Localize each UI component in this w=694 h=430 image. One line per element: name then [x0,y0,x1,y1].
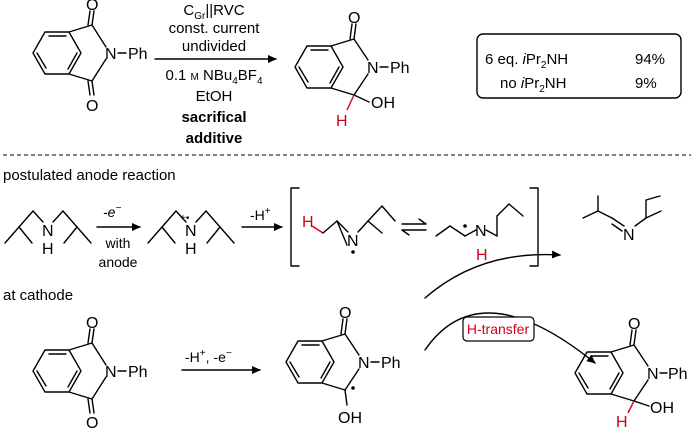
additive-line-1: sacrifical [181,109,246,126]
ketyl-radical: O N Ph OH [285,305,401,427]
atom-o: O [628,316,640,333]
anode-label: anode [99,254,138,270]
hydrogen-highlight: H [336,113,348,130]
radical-dot [463,224,467,228]
yield-box: 6 eq. iPr2NH 94% no iPr2NH 9% [476,33,682,99]
reaction-conditions: CGr||RVC const. current undivided 0.1 M … [154,2,277,147]
phenyl-label: Ph [128,46,148,63]
hydrogen-highlight: H [476,247,488,264]
atom-o: O [86,415,98,430]
solvent-text: EtOH [196,88,233,105]
with-label: with [105,235,131,251]
condition-cell: undivided [182,38,246,55]
diisopropylamine: N H [4,210,92,258]
atom-o: O [86,315,98,332]
htransfer-box [462,316,535,342]
phthalimide-reactant: O O N Ph [32,0,148,115]
atom-o: O [339,305,351,322]
hydrogen-highlight: H [616,414,628,430]
alpha-aminoalkyl-radical: N H [435,203,524,264]
phenyl-label: Ph [390,60,410,77]
electrolyte-text: 0.1 M NBu4BF4 [165,67,262,87]
atom-o: O [348,10,360,27]
phenyl-label: Ph [381,355,401,372]
htransfer-label: H-transfer [467,321,530,337]
yield-row-additive: 6 eq. iPr2NH [485,51,568,71]
aminyl-radical: H N [302,205,396,254]
atom-h: H [42,241,54,258]
atom-o: O [86,0,98,14]
radical-cation-charge: +• [180,213,190,224]
hydroxylactam-product: O N Ph OH H [294,10,410,130]
atom-n: N [42,223,54,240]
electron-loss-label: -e− [103,203,121,220]
yield-value-none: 9% [635,75,657,92]
atom-n: N [358,355,370,372]
hydrogen-highlight: H [302,214,314,231]
atom-n: N [347,233,359,250]
hydroxyl-label: OH [650,400,674,417]
right-bracket [529,187,539,267]
atom-n: N [475,223,487,240]
oxidation-step: -e− with anode [96,203,141,270]
additive-line-2: additive [186,130,243,147]
condition-current: const. current [169,20,261,37]
pcet-label: -H+, -e− [185,348,232,365]
atom-n: N [623,227,635,244]
hydroxyl-label: OH [371,95,395,112]
atom-n: N [105,364,117,381]
coupled-arrows: H-transfer [424,250,596,364]
atom-h: H [185,241,197,258]
yield-value-additive: 94% [635,51,665,68]
reduction-step: -H+, -e− [181,348,261,374]
atom-n: N [647,366,659,383]
deprotonation-step: -H+ [241,206,283,231]
atom-o: O [86,98,98,115]
hydroxyl-label: OH [338,410,362,427]
phthalimide-cathode: O O N Ph [32,315,148,430]
atom-n: N [367,60,379,77]
left-bracket [290,187,300,267]
phenyl-label: Ph [128,364,148,381]
atom-n: N [105,46,117,63]
anode-heading: postulated anode reaction [3,167,176,184]
radical-dot [351,250,355,254]
proton-loss-label: -H+ [250,206,271,223]
imine-product: N [582,195,662,244]
amine-radical-cation: N H +• [147,210,235,258]
electrode-text: CGr||RVC [183,2,244,22]
phenyl-label: Ph [668,366,688,383]
radical-dot [351,386,355,390]
yield-row-none: no iPr2NH [500,75,566,95]
equilibrium-arrows [401,218,427,236]
hydroxylactam-final: O N Ph OH H [574,316,688,430]
cathode-heading: at cathode [3,287,73,304]
atom-n: N [185,223,197,240]
